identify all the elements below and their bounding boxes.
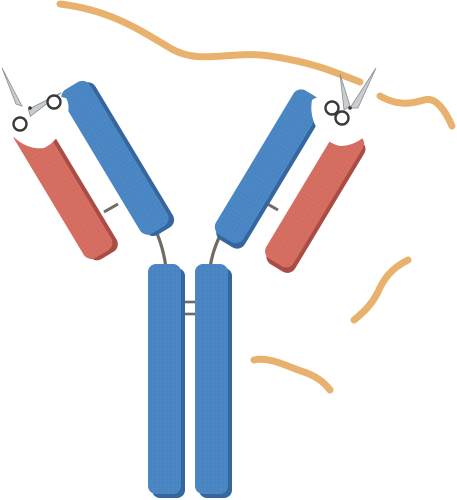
- heavy-chain-stem-left: [148, 264, 185, 498]
- scissors-icon: [324, 67, 377, 126]
- antibody-arm-left: [6, 80, 175, 261]
- disulfide-bond-left-arm: [103, 202, 119, 214]
- antibody-stem: [148, 264, 232, 498]
- light-chain-right: [265, 127, 366, 273]
- heavy-chain-stem-right: [195, 264, 232, 498]
- heavy-chain-arm-right: [214, 89, 324, 249]
- scissors-icon: [1, 67, 62, 132]
- peptide-fragment: [56, 0, 364, 86]
- light-chain-left: [13, 118, 118, 261]
- peptide-fragments: [56, 0, 456, 394]
- peptide-fragment: [250, 355, 334, 394]
- heavy-chain-arm-left: [61, 80, 175, 237]
- peptide-fragment: [376, 92, 456, 130]
- peptide-fragment: [350, 256, 412, 324]
